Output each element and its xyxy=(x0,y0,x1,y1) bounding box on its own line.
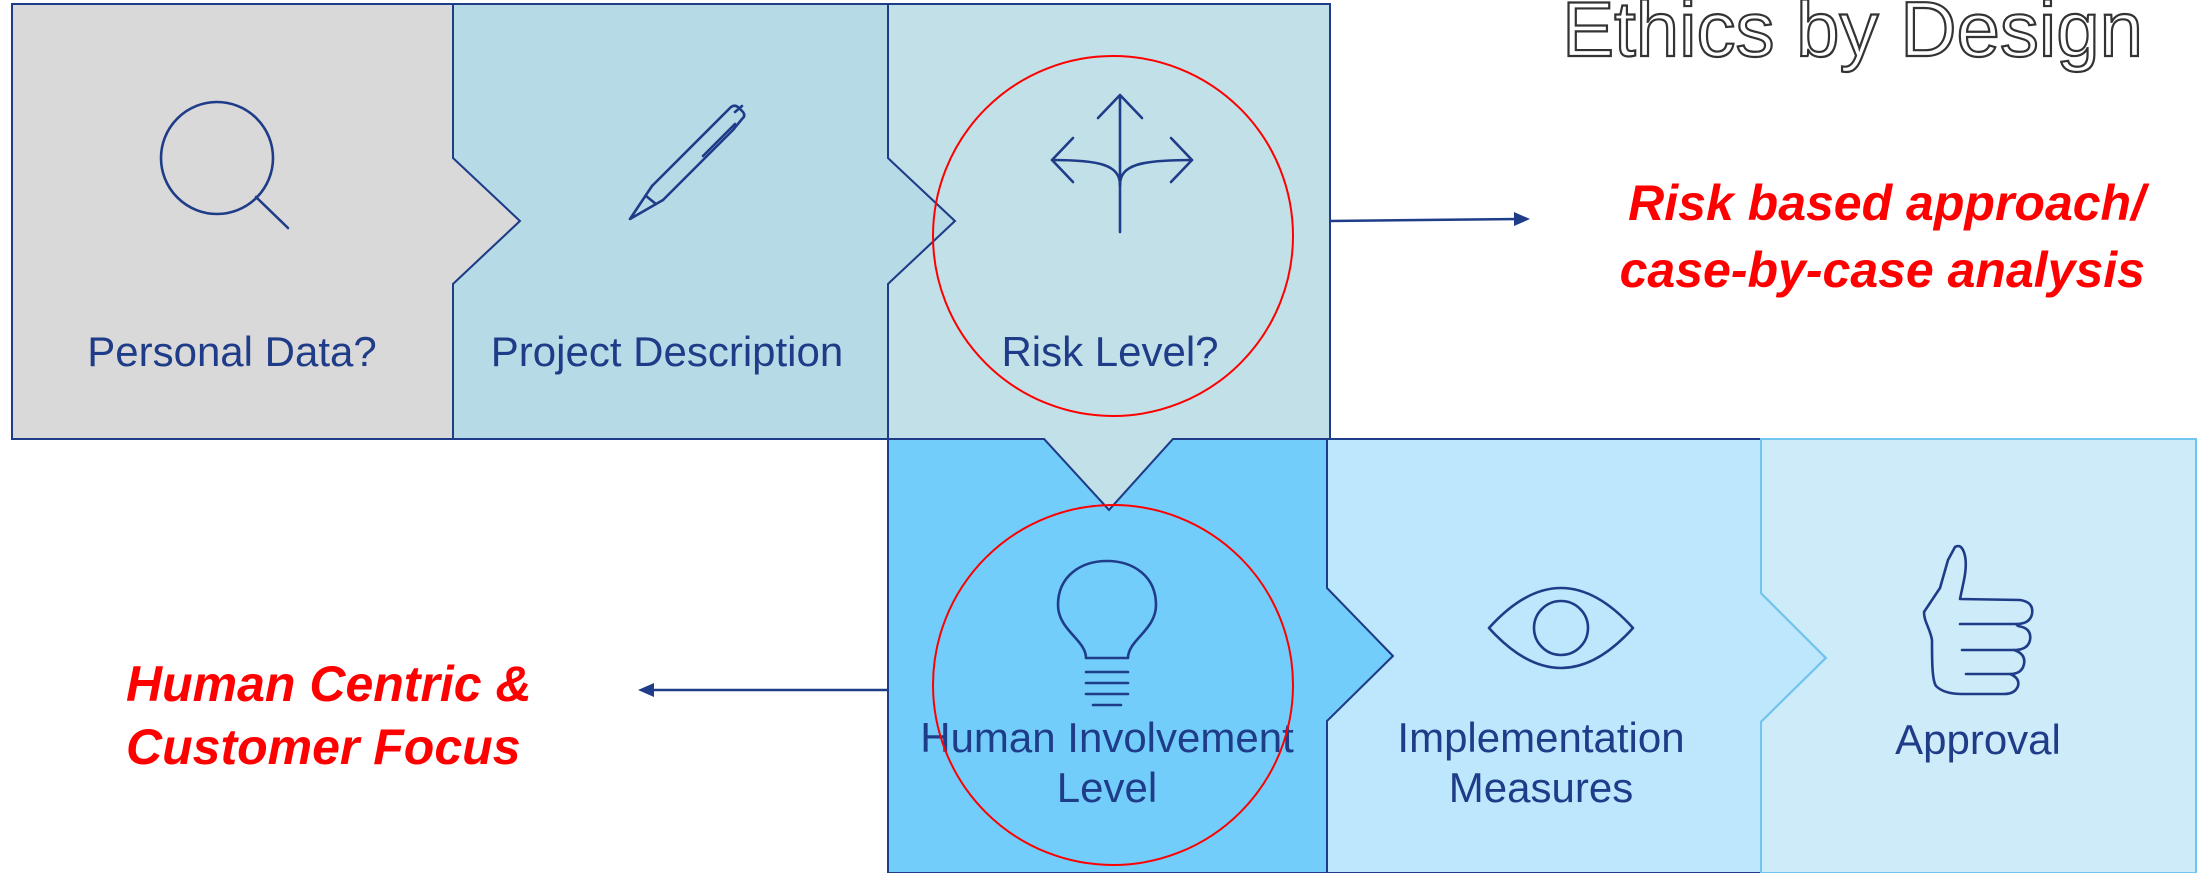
step-label-project-description: Project Description xyxy=(491,328,843,375)
magnifier-icon xyxy=(159,100,290,230)
page-title: Ethics by Design xyxy=(1562,0,2143,73)
process-step-human-involvement: Human Involvement Level xyxy=(887,438,1395,873)
step-label-human-involvement-line-2: Level xyxy=(1057,764,1157,811)
human-involvement-highlight-circle xyxy=(932,504,1294,866)
step-shape-approval xyxy=(1760,438,2197,873)
process-step-risk-level: Risk Level? xyxy=(887,3,1331,512)
risk-callout-arrow xyxy=(1329,212,1530,226)
process-step-implementation-measures: Implementation Measures xyxy=(1326,438,1828,873)
step-label-implementation-line-2: Measures xyxy=(1449,764,1633,811)
lightbulb-icon xyxy=(1056,559,1158,707)
human-callout-line-2: Customer Focus xyxy=(126,719,521,775)
eye-icon xyxy=(1487,586,1635,670)
split-arrows-icon xyxy=(1050,93,1194,234)
step-shape-risk-level xyxy=(887,3,1331,512)
process-step-project-description: Project Description xyxy=(452,3,957,440)
risk-callout-line-2: case-by-case analysis xyxy=(1620,242,2145,298)
risk-level-highlight-circle xyxy=(932,55,1294,417)
human-callout-line-1: Human Centric & xyxy=(126,656,532,712)
step-label-approval: Approval xyxy=(1895,716,2061,763)
step-label-implementation-line-1: Implementation xyxy=(1397,714,1684,761)
human-callout-arrow xyxy=(638,683,888,697)
pen-icon xyxy=(628,104,746,221)
process-step-approval: Approval xyxy=(1760,438,2197,873)
process-step-personal-data: Personal Data? xyxy=(11,3,522,440)
step-label-human-involvement-line-1: Human Involvement xyxy=(920,714,1294,761)
step-label-personal-data: Personal Data? xyxy=(87,328,377,375)
step-label-risk-level: Risk Level? xyxy=(1001,328,1218,375)
thumbs-up-icon xyxy=(1922,544,2034,696)
risk-callout-line-1: Risk based approach/ xyxy=(1628,175,2150,231)
